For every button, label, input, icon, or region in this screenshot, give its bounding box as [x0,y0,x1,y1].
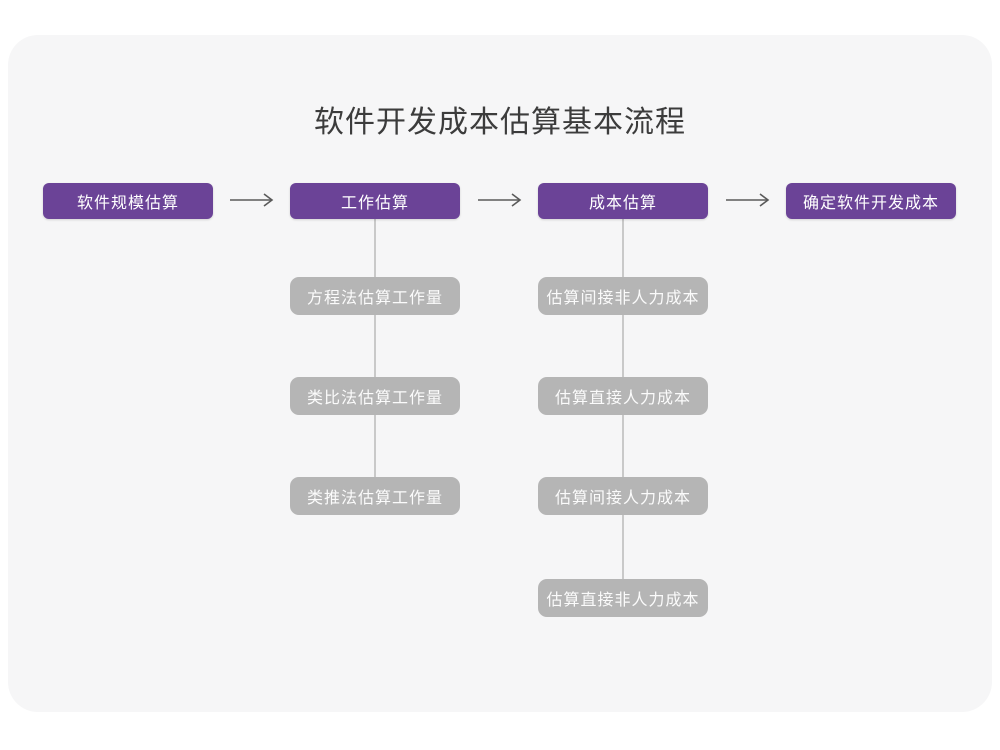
node-label: 类比法估算工作量 [306,390,443,407]
node-extrapolation-method-workload: 类推法估算工作量 [290,477,460,515]
diagram-card [8,35,992,712]
right-arrow-icon [726,193,770,207]
right-arrow-icon [478,193,522,207]
node-determine-software-dev-cost: 确定软件开发成本 [786,183,956,219]
node-software-scale-estimation: 软件规模估算 [43,183,213,219]
work-column-connector-line [374,218,376,496]
node-direct-non-labor-cost: 估算直接非人力成本 [538,579,708,617]
node-label: 估算间接人力成本 [554,490,691,507]
node-label: 估算间接非人力成本 [546,290,700,307]
node-indirect-labor-cost: 估算间接人力成本 [538,477,708,515]
node-cost-estimation: 成本估算 [538,183,708,219]
node-indirect-non-labor-cost: 估算间接非人力成本 [538,277,708,315]
node-label: 工作估算 [340,195,409,212]
node-direct-labor-cost: 估算直接人力成本 [538,377,708,415]
node-label: 方程法估算工作量 [306,290,443,307]
diagram-title: 软件开发成本估算基本流程 [314,106,686,139]
right-arrow-icon [230,193,274,207]
node-label: 类推法估算工作量 [306,490,443,507]
node-label: 估算直接非人力成本 [546,592,700,609]
node-label: 成本估算 [588,195,657,212]
node-label: 软件规模估算 [76,195,179,212]
node-analogy-method-workload: 类比法估算工作量 [290,377,460,415]
node-equation-method-workload: 方程法估算工作量 [290,277,460,315]
node-label: 估算直接人力成本 [554,390,691,407]
node-work-estimation: 工作估算 [290,183,460,219]
node-label: 确定软件开发成本 [802,195,939,212]
